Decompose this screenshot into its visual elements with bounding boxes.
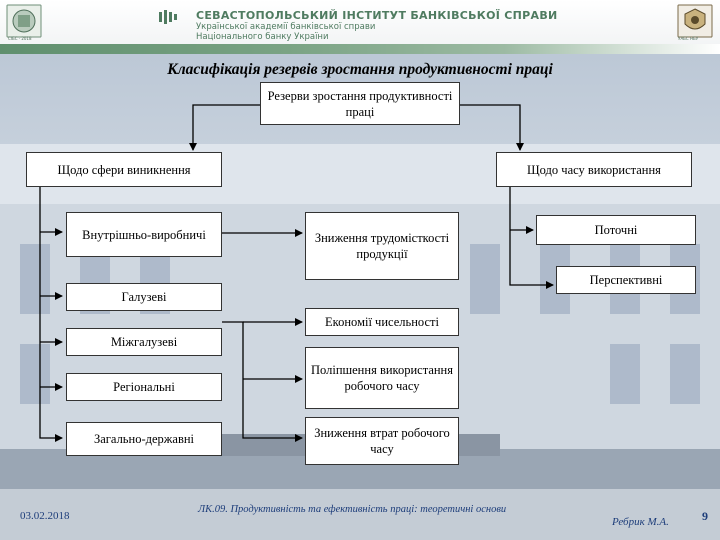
bank-name: Національного банку України [196,32,329,42]
branch-origin-node: Щодо сфери виникнення [26,152,222,187]
left-item-sectoral: Галузеві [66,283,222,311]
left-item-regional: Регіональні [66,373,222,401]
page-number: 9 [702,509,708,523]
left-logo-caption: СІБС · 2018 [8,36,32,41]
mid-item-labor-intensity: Зниження трудомісткості продукції [305,212,459,280]
header-stripe [0,44,720,54]
institute-logo-icon [159,10,177,24]
root-node: Резерви зростання продуктивності праці [260,82,460,125]
academy-name: Української академії банківської справи [196,22,376,32]
bank-crest-icon [677,4,713,38]
footer-date: 03.02.2018 [20,510,70,522]
left-item-intraproduction: Внутрішньо-виробничі [66,212,222,257]
slide-header: СІБС · 2018 СЕВАСТОПОЛЬСЬКИЙ ІНСТИТУТ БА… [0,0,720,50]
mid-item-worktime-losses: Зниження втрат робочого часу [305,417,459,465]
mid-item-worktime-usage: Поліпшення використання робочого часу [305,347,459,409]
footer-author: Ребрик М.А. [612,516,669,528]
footer-lecture: ЛК.09. Продуктивність та ефективність пр… [198,504,507,515]
left-item-nationwide: Загально-державні [66,422,222,456]
mid-item-headcount-savings: Економії чисельності [305,308,459,336]
institute-emblem-icon [6,4,42,38]
left-item-intersectoral: Міжгалузеві [66,328,222,356]
diagram-title: Класифікація резервів зростання продукти… [167,61,553,78]
branch-time-node: Щодо часу використання [496,152,692,187]
institute-name: СЕВАСТОПОЛЬСЬКИЙ ІНСТИТУТ БАНКІВСЬКОЇ СП… [196,9,558,22]
right-item-prospective: Перспективні [556,266,696,294]
right-item-current: Поточні [536,215,696,245]
right-logo-caption: УАБС НБУ [678,36,699,41]
